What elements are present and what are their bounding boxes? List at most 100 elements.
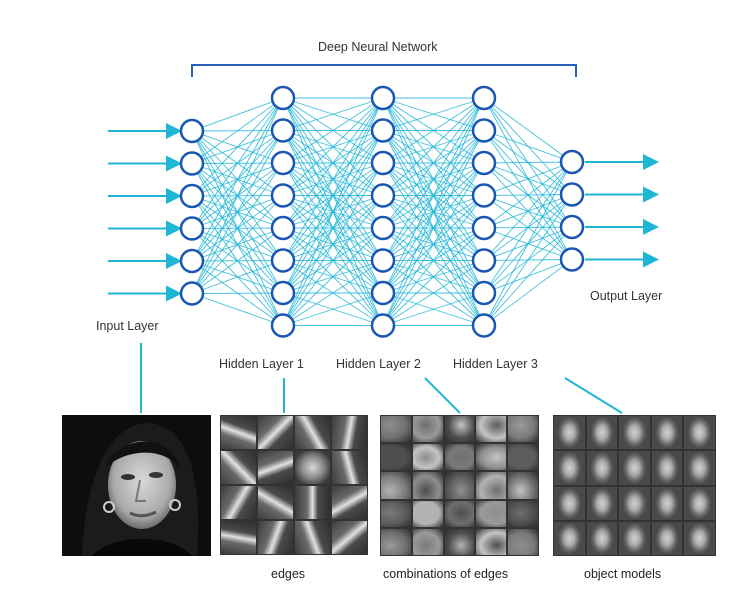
feature-tile	[507, 527, 539, 556]
neuron-node	[270, 85, 296, 111]
hidden-layer-3-label: Hidden Layer 3	[453, 357, 538, 371]
edge	[382, 292, 485, 326]
feature-tile	[257, 450, 294, 485]
neuron-node	[471, 150, 497, 176]
edges-caption: edges	[271, 567, 306, 581]
edge	[382, 97, 485, 131]
edge	[483, 161, 573, 261]
edge	[382, 195, 485, 326]
feature-tile	[618, 415, 651, 451]
neuron-node	[370, 280, 396, 306]
feature-tile	[618, 450, 651, 486]
neuron-node	[270, 248, 296, 273]
feature-tile	[294, 485, 331, 520]
feature-tile	[650, 415, 684, 451]
edge	[282, 292, 384, 326]
edge	[382, 260, 485, 326]
edge	[483, 161, 573, 326]
hidden-layer-2-label: Hidden Layer 2	[336, 357, 421, 371]
edge	[282, 97, 384, 229]
feature-tile	[585, 450, 619, 486]
combinations-caption: combinations of edges	[383, 567, 509, 581]
neuron-node	[370, 150, 396, 176]
feature-tile	[683, 450, 716, 486]
edge	[191, 195, 284, 294]
feature-tile	[585, 485, 619, 521]
edge	[282, 97, 384, 131]
neuron-node	[370, 118, 396, 143]
edge	[282, 130, 384, 326]
edge	[191, 293, 284, 326]
face-illustration	[62, 415, 211, 556]
feature-tile	[443, 499, 476, 528]
feature-tile	[683, 485, 716, 521]
feature-tile	[220, 415, 257, 450]
edge	[191, 97, 284, 132]
feature-tile	[475, 471, 508, 500]
edge	[191, 97, 284, 294]
feature-tile	[443, 527, 476, 556]
hidden3-connector	[564, 377, 623, 414]
neuron-node	[471, 248, 497, 273]
edge	[382, 130, 485, 326]
feature-tile	[475, 527, 508, 556]
edge	[483, 194, 573, 326]
feature-tile	[411, 471, 444, 500]
neuron-node	[559, 247, 585, 272]
feature-tile	[294, 520, 331, 555]
neuron-node	[270, 118, 296, 143]
neuron-node	[270, 313, 296, 338]
feature-tile	[507, 443, 539, 472]
feature-tile	[585, 415, 619, 451]
neuron-node	[370, 85, 396, 111]
feature-tile	[618, 485, 651, 521]
neuron-node	[471, 85, 497, 111]
hidden-layer-1-label: Hidden Layer 1	[219, 357, 304, 371]
feature-tile	[650, 520, 684, 556]
feature-tile	[650, 450, 684, 486]
edge	[191, 162, 284, 294]
feature-tile	[380, 415, 412, 444]
neuron-node	[471, 280, 497, 306]
edges-feature-grid	[220, 415, 368, 555]
feature-tile	[443, 415, 476, 444]
network-bracket	[191, 64, 577, 77]
feature-tile	[257, 415, 294, 450]
neuron-node	[179, 151, 205, 176]
feature-tile	[553, 485, 586, 521]
edge	[382, 97, 485, 196]
feature-tile	[331, 415, 368, 450]
neuron-node	[471, 215, 497, 241]
feature-tile	[553, 415, 586, 451]
feature-tile	[585, 520, 619, 556]
edge	[483, 161, 573, 196]
input-layer-label: Input Layer	[96, 319, 159, 333]
edge	[483, 259, 573, 326]
feature-tile	[475, 415, 508, 444]
edge	[282, 97, 384, 164]
neuron-node	[559, 149, 585, 175]
neuron-node	[471, 183, 497, 208]
edge	[483, 97, 573, 163]
edge	[382, 227, 485, 326]
edge	[382, 162, 485, 326]
edge	[282, 97, 384, 294]
face-photo	[62, 415, 211, 556]
combinations-feature-grid	[380, 415, 539, 556]
edge	[382, 97, 485, 229]
feature-tile	[220, 485, 257, 520]
edge	[282, 97, 384, 326]
edge	[282, 97, 384, 261]
neuron-node	[559, 214, 585, 240]
feature-tile	[294, 450, 331, 485]
edge	[483, 161, 573, 164]
object-models-feature-grid	[553, 415, 716, 556]
feature-tile	[650, 485, 684, 521]
edge	[191, 227, 284, 294]
neuron-node	[370, 183, 396, 208]
edge	[382, 97, 485, 261]
feature-tile	[380, 443, 412, 472]
feature-tile	[411, 443, 444, 472]
neuron-node	[370, 215, 396, 241]
